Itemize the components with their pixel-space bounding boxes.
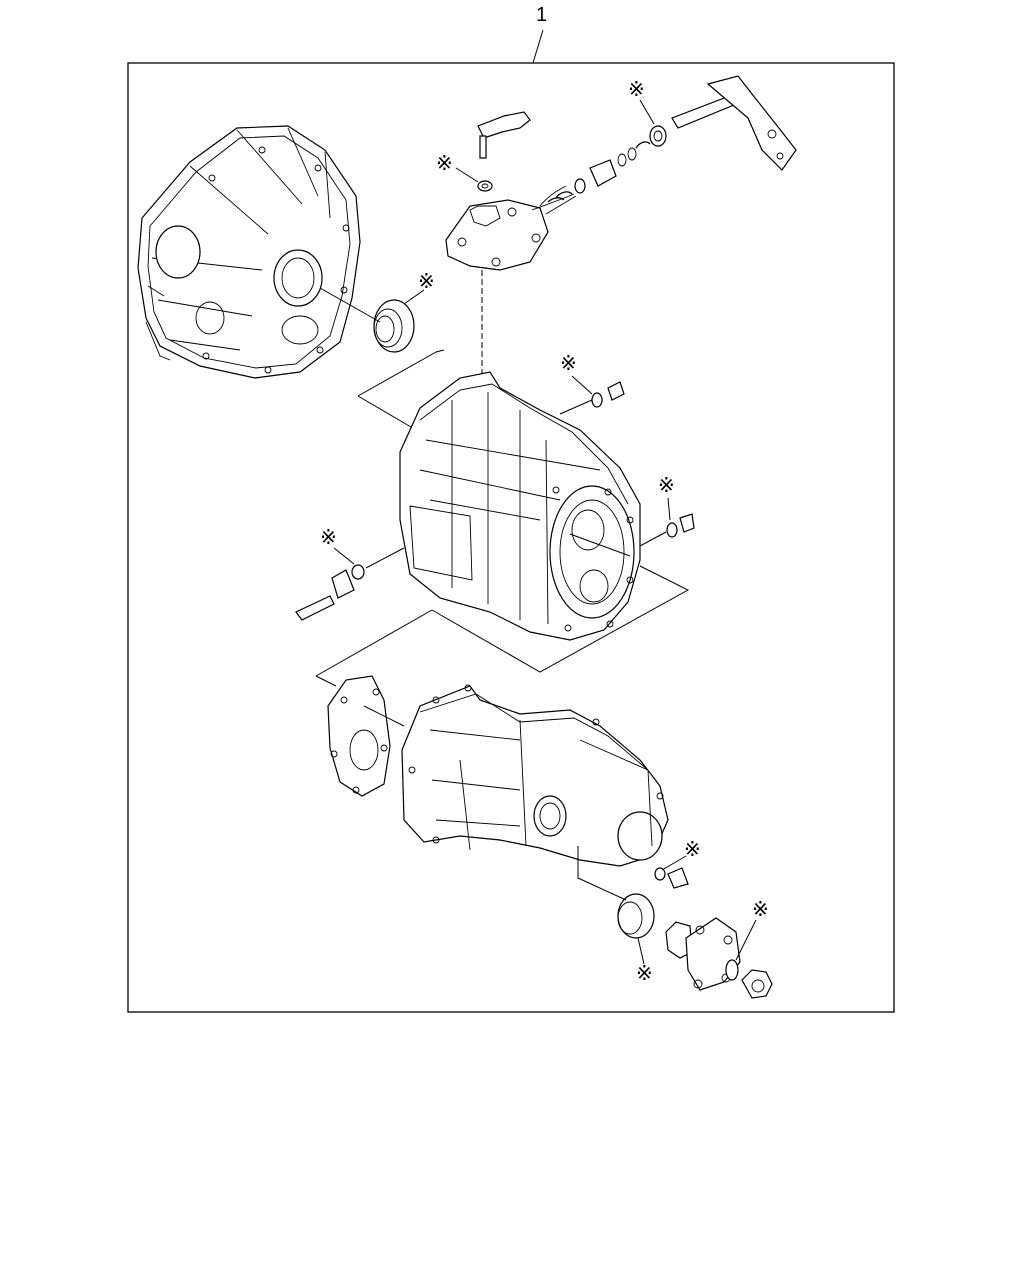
clutch-housing: [137, 125, 361, 379]
extension-gasket: [327, 675, 405, 797]
callout-mark: ※: [418, 269, 435, 293]
callout-marks: ※ ※ ※ ※ ※ ※ ※ ※ ※: [320, 77, 769, 985]
callout-mark: ※: [658, 473, 675, 497]
part-number-label: 1: [536, 4, 548, 26]
callout-mark: ※: [636, 961, 653, 985]
front-oil-seal: [319, 287, 415, 353]
flange-nut: [741, 969, 773, 999]
part-number-leader: [532, 29, 544, 64]
fill-plug-right: [639, 513, 695, 547]
rear-oil-seal: [577, 846, 655, 939]
fill-plug-upper: [559, 381, 625, 415]
callout-mark: ※: [628, 77, 645, 101]
assembly-guide-upper: [357, 349, 445, 431]
callout-mark: ※: [752, 897, 769, 921]
shift-control-assembly: [445, 75, 797, 430]
rear-plug: [654, 867, 689, 889]
assembly-guide-lower: [315, 565, 690, 687]
callout-mark: ※: [436, 151, 453, 175]
extension-housing: [401, 684, 669, 867]
transmission-case: [399, 371, 641, 641]
assembly-frame: [127, 62, 895, 1013]
callout-mark: ※: [560, 351, 577, 375]
flange-oring: [725, 959, 739, 981]
callout-mark: ※: [684, 837, 701, 861]
drain-plug-left: [295, 547, 405, 621]
callout-mark: ※: [320, 525, 337, 549]
